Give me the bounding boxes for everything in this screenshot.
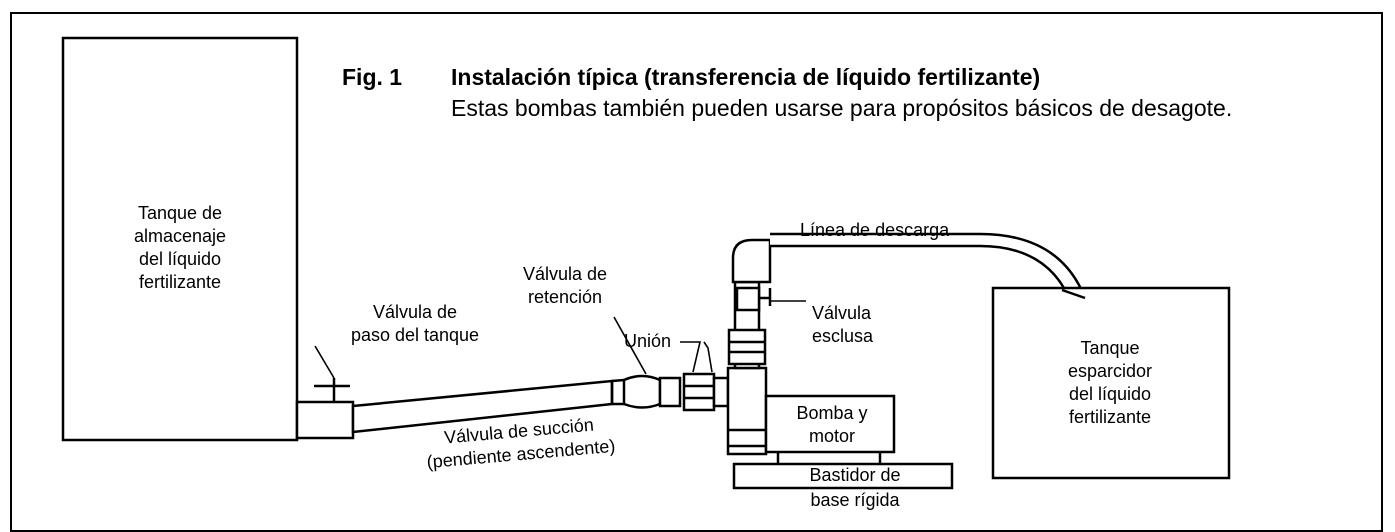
tank-valve-label-line: Válvula de bbox=[372, 302, 458, 322]
tank-outlet-fitting bbox=[295, 400, 355, 440]
spreader-tank-label-line: fertilizante bbox=[1068, 407, 1152, 427]
figure-title: Instalación típica (transferencia de líq… bbox=[451, 64, 1041, 90]
spreader-tank-label-line: esparcidor bbox=[1067, 361, 1153, 381]
pump-motor bbox=[764, 394, 896, 454]
gate-valve-label-line: Válvula bbox=[812, 303, 872, 323]
pump-motor-label-line: motor bbox=[808, 426, 855, 446]
tank-valve-label: Válvula de paso del tanque bbox=[330, 301, 500, 347]
spreader-tank-label: Tanque esparcidor del líquido fertilizan… bbox=[1040, 337, 1180, 429]
check-valve-label-line: retención bbox=[527, 287, 603, 307]
union-label: Unión bbox=[624, 331, 672, 351]
base-frame bbox=[732, 462, 954, 490]
base-frame-label-line: Bastidor de bbox=[809, 465, 901, 485]
diagram-stage: Fig. 1 Instalación típica (transferencia… bbox=[10, 12, 1383, 532]
pump-motor-label: Bomba y motor bbox=[784, 402, 880, 448]
union-nut bbox=[682, 372, 716, 412]
storage-tank-label-line: Tanque de bbox=[137, 203, 223, 223]
figure-subtitle: Estas bombas también pueden usarse para … bbox=[451, 95, 1233, 121]
storage-tank-label-line: fertilizante bbox=[138, 272, 222, 292]
spreader-tank bbox=[991, 286, 1231, 480]
gate-valve-label: Válvula esclusa bbox=[812, 302, 873, 348]
leader-check-valve bbox=[613, 316, 647, 375]
pump-body bbox=[726, 366, 768, 456]
tank-valve-label-line: paso del tanque bbox=[350, 325, 480, 345]
installation-drawing bbox=[61, 36, 1231, 490]
base-frame-label-line: base rígida bbox=[810, 490, 900, 510]
riser-union bbox=[727, 328, 767, 366]
leader-union bbox=[680, 341, 702, 373]
gate-valve-label-line: esclusa bbox=[812, 326, 874, 346]
discharge-line-label: Línea de descarga bbox=[800, 220, 950, 240]
spreader-tank-label-line: Tanque bbox=[1080, 338, 1140, 358]
storage-tank bbox=[61, 36, 299, 442]
storage-tank-label: Tanque de almacenaje del líquido fertili… bbox=[105, 202, 255, 294]
leader-tank-valve bbox=[314, 345, 335, 379]
check-valve-label: Válvula de retención bbox=[490, 263, 640, 309]
storage-tank-label-line: almacenaje bbox=[133, 226, 227, 246]
pump-motor-label-line: Bomba y bbox=[796, 403, 868, 423]
storage-tank-label-line: del líquido bbox=[138, 249, 222, 269]
gate-valve bbox=[735, 286, 761, 312]
figure-number: Fig. 1 bbox=[342, 64, 403, 90]
check-valve-label-line: Válvula de bbox=[522, 264, 608, 284]
union-left bbox=[658, 376, 682, 408]
spreader-tank-label-line: del líquido bbox=[1068, 384, 1152, 404]
discharge-elbow bbox=[731, 238, 772, 284]
base-frame-label: Bastidor de base rígida bbox=[760, 464, 950, 512]
